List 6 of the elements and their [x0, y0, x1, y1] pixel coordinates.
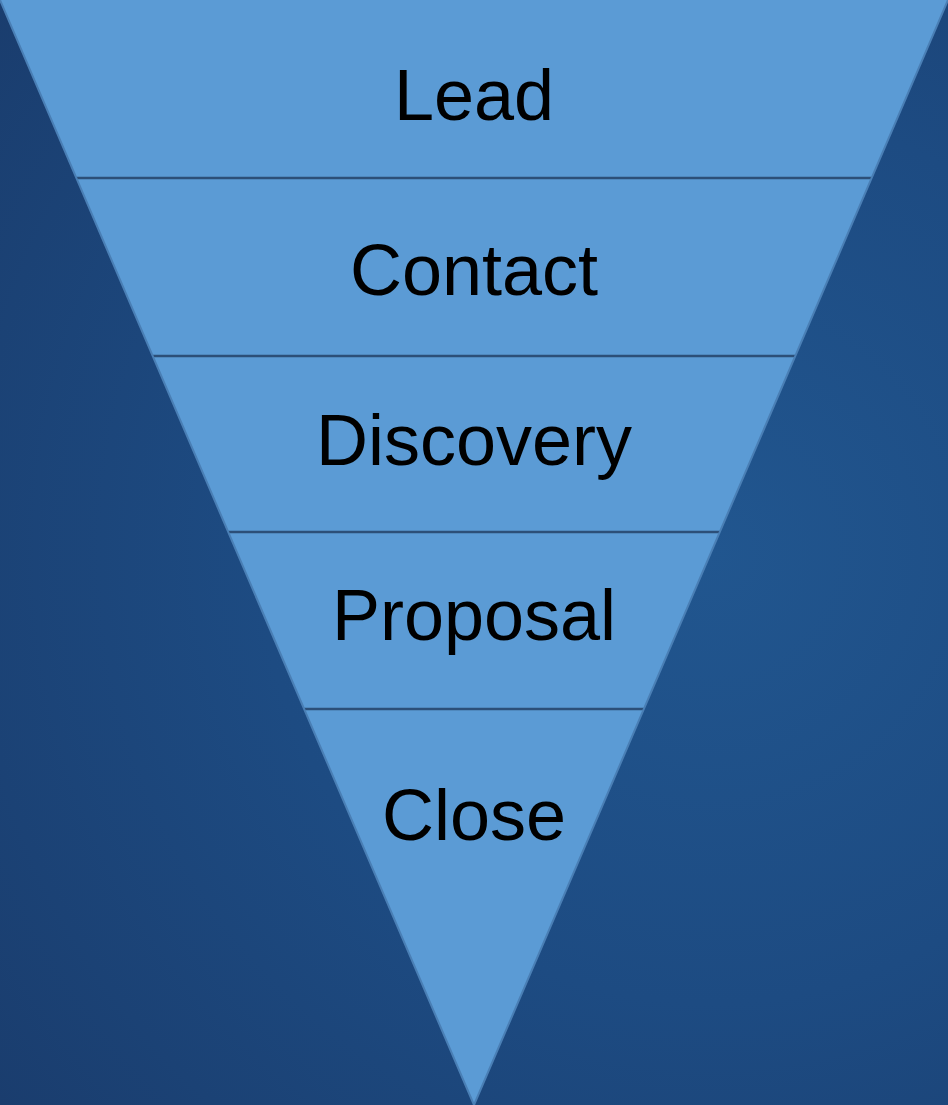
stage-label: Lead — [392, 55, 556, 135]
stage-label: Contact — [348, 230, 600, 310]
stage-label: Discovery — [314, 400, 633, 480]
stage-label: Close — [380, 775, 568, 855]
stage-label: Proposal — [330, 575, 618, 655]
funnel-stage — [0, 0, 948, 178]
